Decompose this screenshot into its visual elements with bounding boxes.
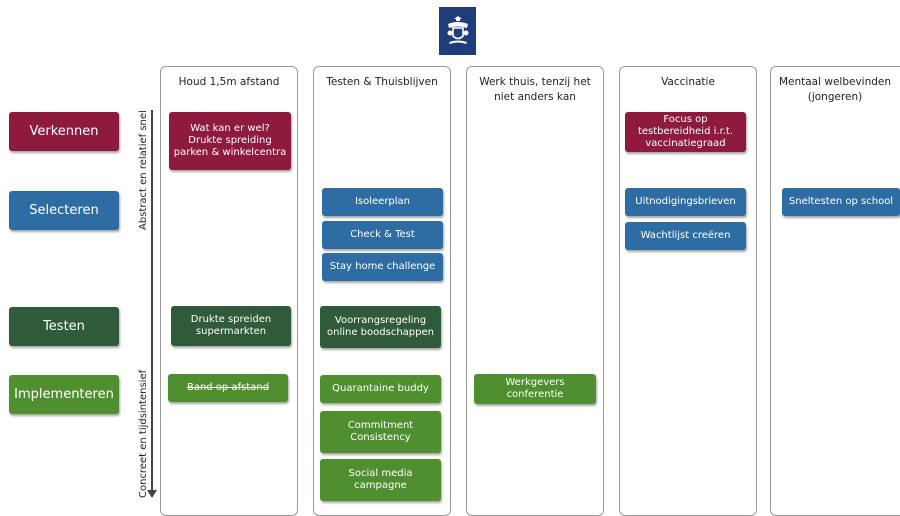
card-check-test: Check & Test xyxy=(322,221,443,249)
axis-arrow-head xyxy=(147,490,157,498)
card-stay-home-challenge: Stay home challenge xyxy=(322,253,443,281)
card-label: Focus op testbereidheid i.r.t. vaccinati… xyxy=(637,114,734,149)
card-label: Sneltesten op school xyxy=(788,196,894,207)
government-logo xyxy=(439,7,476,55)
card-uitnodigingsbrieven: Uitnodigingsbrieven xyxy=(625,188,746,216)
phase-implementeren: Implementeren xyxy=(9,375,119,414)
card-label: Social media campagne xyxy=(348,468,413,491)
card-werkgevers-conferentie: Werkgevers conferentie xyxy=(474,374,596,404)
card-label: Check & Test xyxy=(350,229,415,240)
column-thuiswerken: Werk thuis, tenzij het niet anders kan xyxy=(466,66,604,516)
card-band-op-afstand: Band op afstand xyxy=(168,374,288,402)
card-sneltesten-op-school: Sneltesten op school xyxy=(782,188,900,216)
card-wachtlijst-creeren: Wachtlijst creëren xyxy=(625,222,746,250)
column-title: Werk thuis, tenzij het niet anders kan xyxy=(479,76,591,103)
axis-label-bottom: Concreet en tijdsintensief xyxy=(138,369,149,498)
phase-label: Testen xyxy=(43,319,85,334)
card-label: Werkgevers conferentie xyxy=(505,377,565,400)
card-voorrangsregeling: Voorrangsregeling online boodschappen xyxy=(320,306,441,348)
card-label: Wachtlijst creëren xyxy=(640,230,731,241)
column-title: Testen & Thuisblijven xyxy=(326,76,438,88)
phase-label: Selecteren xyxy=(29,203,99,218)
card-quarantaine-buddy: Quarantaine buddy xyxy=(320,375,441,403)
phase-verkennen: Verkennen xyxy=(9,112,119,151)
card-label: Commitment Consistency xyxy=(347,420,414,443)
coat-of-arms-icon xyxy=(447,16,468,44)
phase-selecteren: Selecteren xyxy=(9,191,119,230)
card-focus-testbereidheid: Focus op testbereidheid i.r.t. vaccinati… xyxy=(625,112,746,152)
phase-label: Implementeren xyxy=(14,387,114,402)
card-label: Isoleerplan xyxy=(354,196,411,207)
card-label: Stay home challenge xyxy=(329,261,436,272)
column-title: Houd 1,5m afstand xyxy=(178,76,280,88)
axis-arrow-line xyxy=(151,110,153,496)
column-title: Vaccinatie xyxy=(661,76,715,88)
column-mentaal-welbevinden: Mentaal welbevinden (jongeren) xyxy=(770,66,900,516)
phase-testen: Testen xyxy=(9,307,119,346)
card-label: Drukte spreiden supermarkten xyxy=(190,314,272,337)
card-label: Quarantaine buddy xyxy=(332,383,429,394)
card-isoleerplan: Isoleerplan xyxy=(322,188,443,216)
card-commitment-consistency: Commitment Consistency xyxy=(320,411,441,453)
card-drukte-spreiden-supermarkten: Drukte spreiden supermarkten xyxy=(171,306,291,346)
card-label: Voorrangsregeling online boodschappen xyxy=(327,315,434,338)
card-drukte-spreiding-parken: Wat kan er wel? Drukte spreiding parken … xyxy=(169,112,291,170)
axis-label-top: Abstract en relatief snel xyxy=(138,110,149,230)
card-social-media-campagne: Social media campagne xyxy=(320,459,441,501)
phase-label: Verkennen xyxy=(29,124,99,139)
column-title: Mentaal welbevinden (jongeren) xyxy=(778,76,892,103)
card-label: Uitnodigingsbrieven xyxy=(635,196,736,207)
card-label: Band op afstand xyxy=(186,382,270,393)
card-label: Wat kan er wel? Drukte spreiding parken … xyxy=(173,123,287,158)
